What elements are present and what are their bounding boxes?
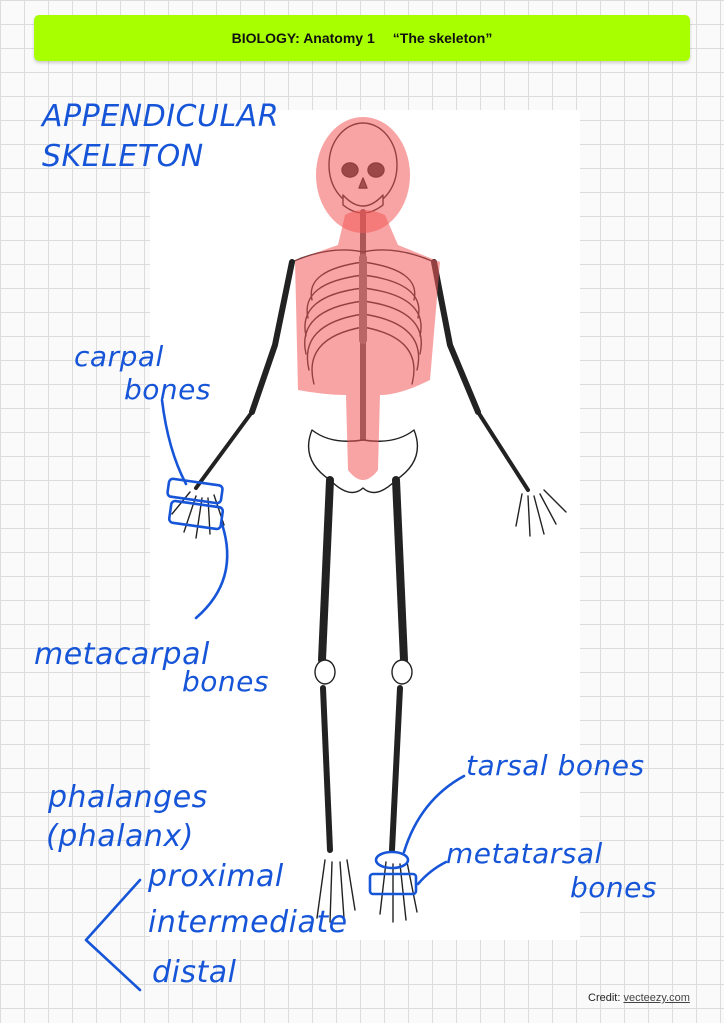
label-phalanx: (phalanx) bbox=[46, 819, 194, 854]
highlight-torso bbox=[295, 210, 440, 480]
pen-strokes bbox=[84, 398, 466, 992]
header-banner: BIOLOGY: Anatomy 1 “The skeleton” bbox=[34, 15, 690, 61]
credit-line: Credit: vecteezy.com bbox=[588, 992, 690, 1004]
foot-left bbox=[316, 859, 356, 923]
label-metacarpal: metacarpal bbox=[34, 637, 210, 672]
arm-left-bones bbox=[249, 259, 295, 415]
shin-left bbox=[320, 685, 333, 853]
highlight-skull bbox=[316, 117, 410, 233]
kneecap-left bbox=[314, 659, 336, 685]
credit-label: Credit: bbox=[588, 992, 621, 1004]
phalanx-brace bbox=[84, 878, 142, 992]
credit-site-link[interactable]: vecteezy.com bbox=[623, 992, 690, 1004]
hand-right bbox=[515, 489, 567, 537]
tarsal-marker bbox=[374, 850, 410, 870]
kneecap-right bbox=[391, 659, 413, 685]
header-subject: BIOLOGY: Anatomy 1 bbox=[231, 30, 375, 46]
header-topic: “The skeleton” bbox=[392, 30, 493, 46]
metatarsal-leader bbox=[416, 860, 448, 886]
forearm-left bbox=[194, 410, 254, 490]
arm-right-bones bbox=[431, 259, 481, 415]
carpal-marker bbox=[166, 477, 224, 505]
label-metacarpal-bones: bones bbox=[182, 665, 269, 698]
axial-highlight bbox=[295, 117, 440, 480]
metacarpal-marker bbox=[167, 499, 225, 531]
title-skeleton: SKELETON bbox=[42, 139, 204, 174]
tarsal-leader bbox=[402, 774, 466, 854]
shin-right bbox=[389, 685, 403, 853]
femur-right bbox=[392, 476, 408, 664]
title-appendicular: APPENDICULAR bbox=[42, 99, 280, 134]
label-carpal-bones: bones bbox=[124, 373, 211, 406]
label-phalanges: phalanges bbox=[48, 780, 208, 815]
label-carpal: carpal bbox=[74, 340, 164, 373]
label-tarsal: tarsal bones bbox=[466, 749, 645, 782]
carpal-leader bbox=[160, 398, 188, 486]
metacarpal-leader bbox=[194, 522, 229, 620]
forearm-right bbox=[476, 410, 530, 492]
metatarsal-marker bbox=[368, 872, 418, 896]
label-metatarsal-bones: bones bbox=[570, 871, 657, 904]
label-metatarsal: metatarsal bbox=[446, 837, 603, 870]
label-distal: distal bbox=[152, 955, 237, 990]
femur-left bbox=[318, 476, 334, 664]
label-intermediate: intermediate bbox=[148, 905, 348, 940]
label-proximal: proximal bbox=[148, 859, 284, 894]
